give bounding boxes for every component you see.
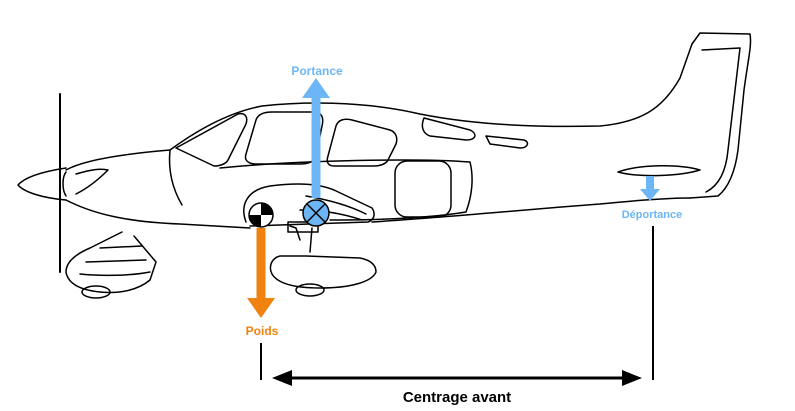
quarter-window (421, 117, 476, 141)
cg-symbol-icon (248, 202, 274, 228)
weight-label: Poids (246, 324, 279, 338)
weight-arrow-head (247, 298, 275, 318)
dimension-label: Centrage avant (403, 389, 511, 406)
rear-side-window (326, 118, 398, 167)
tail-fin (689, 32, 752, 199)
lift-arrow-head (302, 78, 330, 98)
downforce-arrow (640, 176, 660, 201)
lift-label: Portance (291, 64, 343, 78)
nose-gear (65, 231, 157, 294)
downforce-arrow-head (640, 189, 660, 201)
fuselage-bottom (65, 197, 691, 229)
downforce-label: Déportance (622, 209, 683, 221)
dimension-arrowhead-left (272, 370, 292, 386)
baggage-door (394, 160, 452, 218)
dimension-lines (260, 226, 654, 386)
windshield (175, 112, 248, 167)
front-side-window (244, 111, 324, 165)
circle-cross-icon (302, 199, 330, 227)
main-gear (289, 225, 313, 253)
cabin-door (219, 159, 473, 221)
weight-arrow (247, 228, 275, 318)
dimension-arrowhead-right (622, 370, 642, 386)
spinner (17, 167, 67, 201)
airplane-outline (17, 32, 752, 299)
fuselage-top (65, 43, 693, 171)
horizontal-stabilizer (617, 165, 701, 177)
lift-arrow (302, 78, 330, 198)
